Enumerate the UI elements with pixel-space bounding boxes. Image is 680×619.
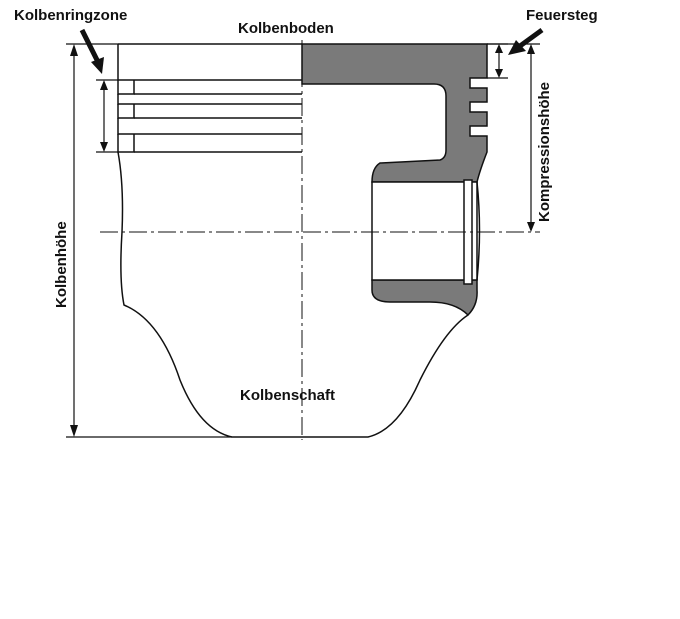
pointer-arrows <box>79 27 544 74</box>
label-crown: Kolbenboden <box>238 20 334 37</box>
label-ring-zone: Kolbenringzone <box>14 7 127 24</box>
ring-zone-pointer <box>79 28 101 64</box>
piston-section-right <box>301 43 488 317</box>
top-land-pointer <box>518 27 544 49</box>
label-piston-height: Kolbenhöhe <box>53 221 70 308</box>
center-lines <box>100 40 540 440</box>
piston-outline-left <box>117 43 481 438</box>
section-pin-boss <box>371 279 478 317</box>
pin-bore <box>371 181 478 281</box>
label-top-land: Feuersteg <box>526 7 598 24</box>
label-skirt: Kolbenschaft <box>240 387 335 404</box>
arrowheads <box>70 44 535 437</box>
section-crown <box>301 43 488 183</box>
dimensions <box>66 43 540 438</box>
label-compression-height: Kompressionshöhe <box>536 82 553 222</box>
